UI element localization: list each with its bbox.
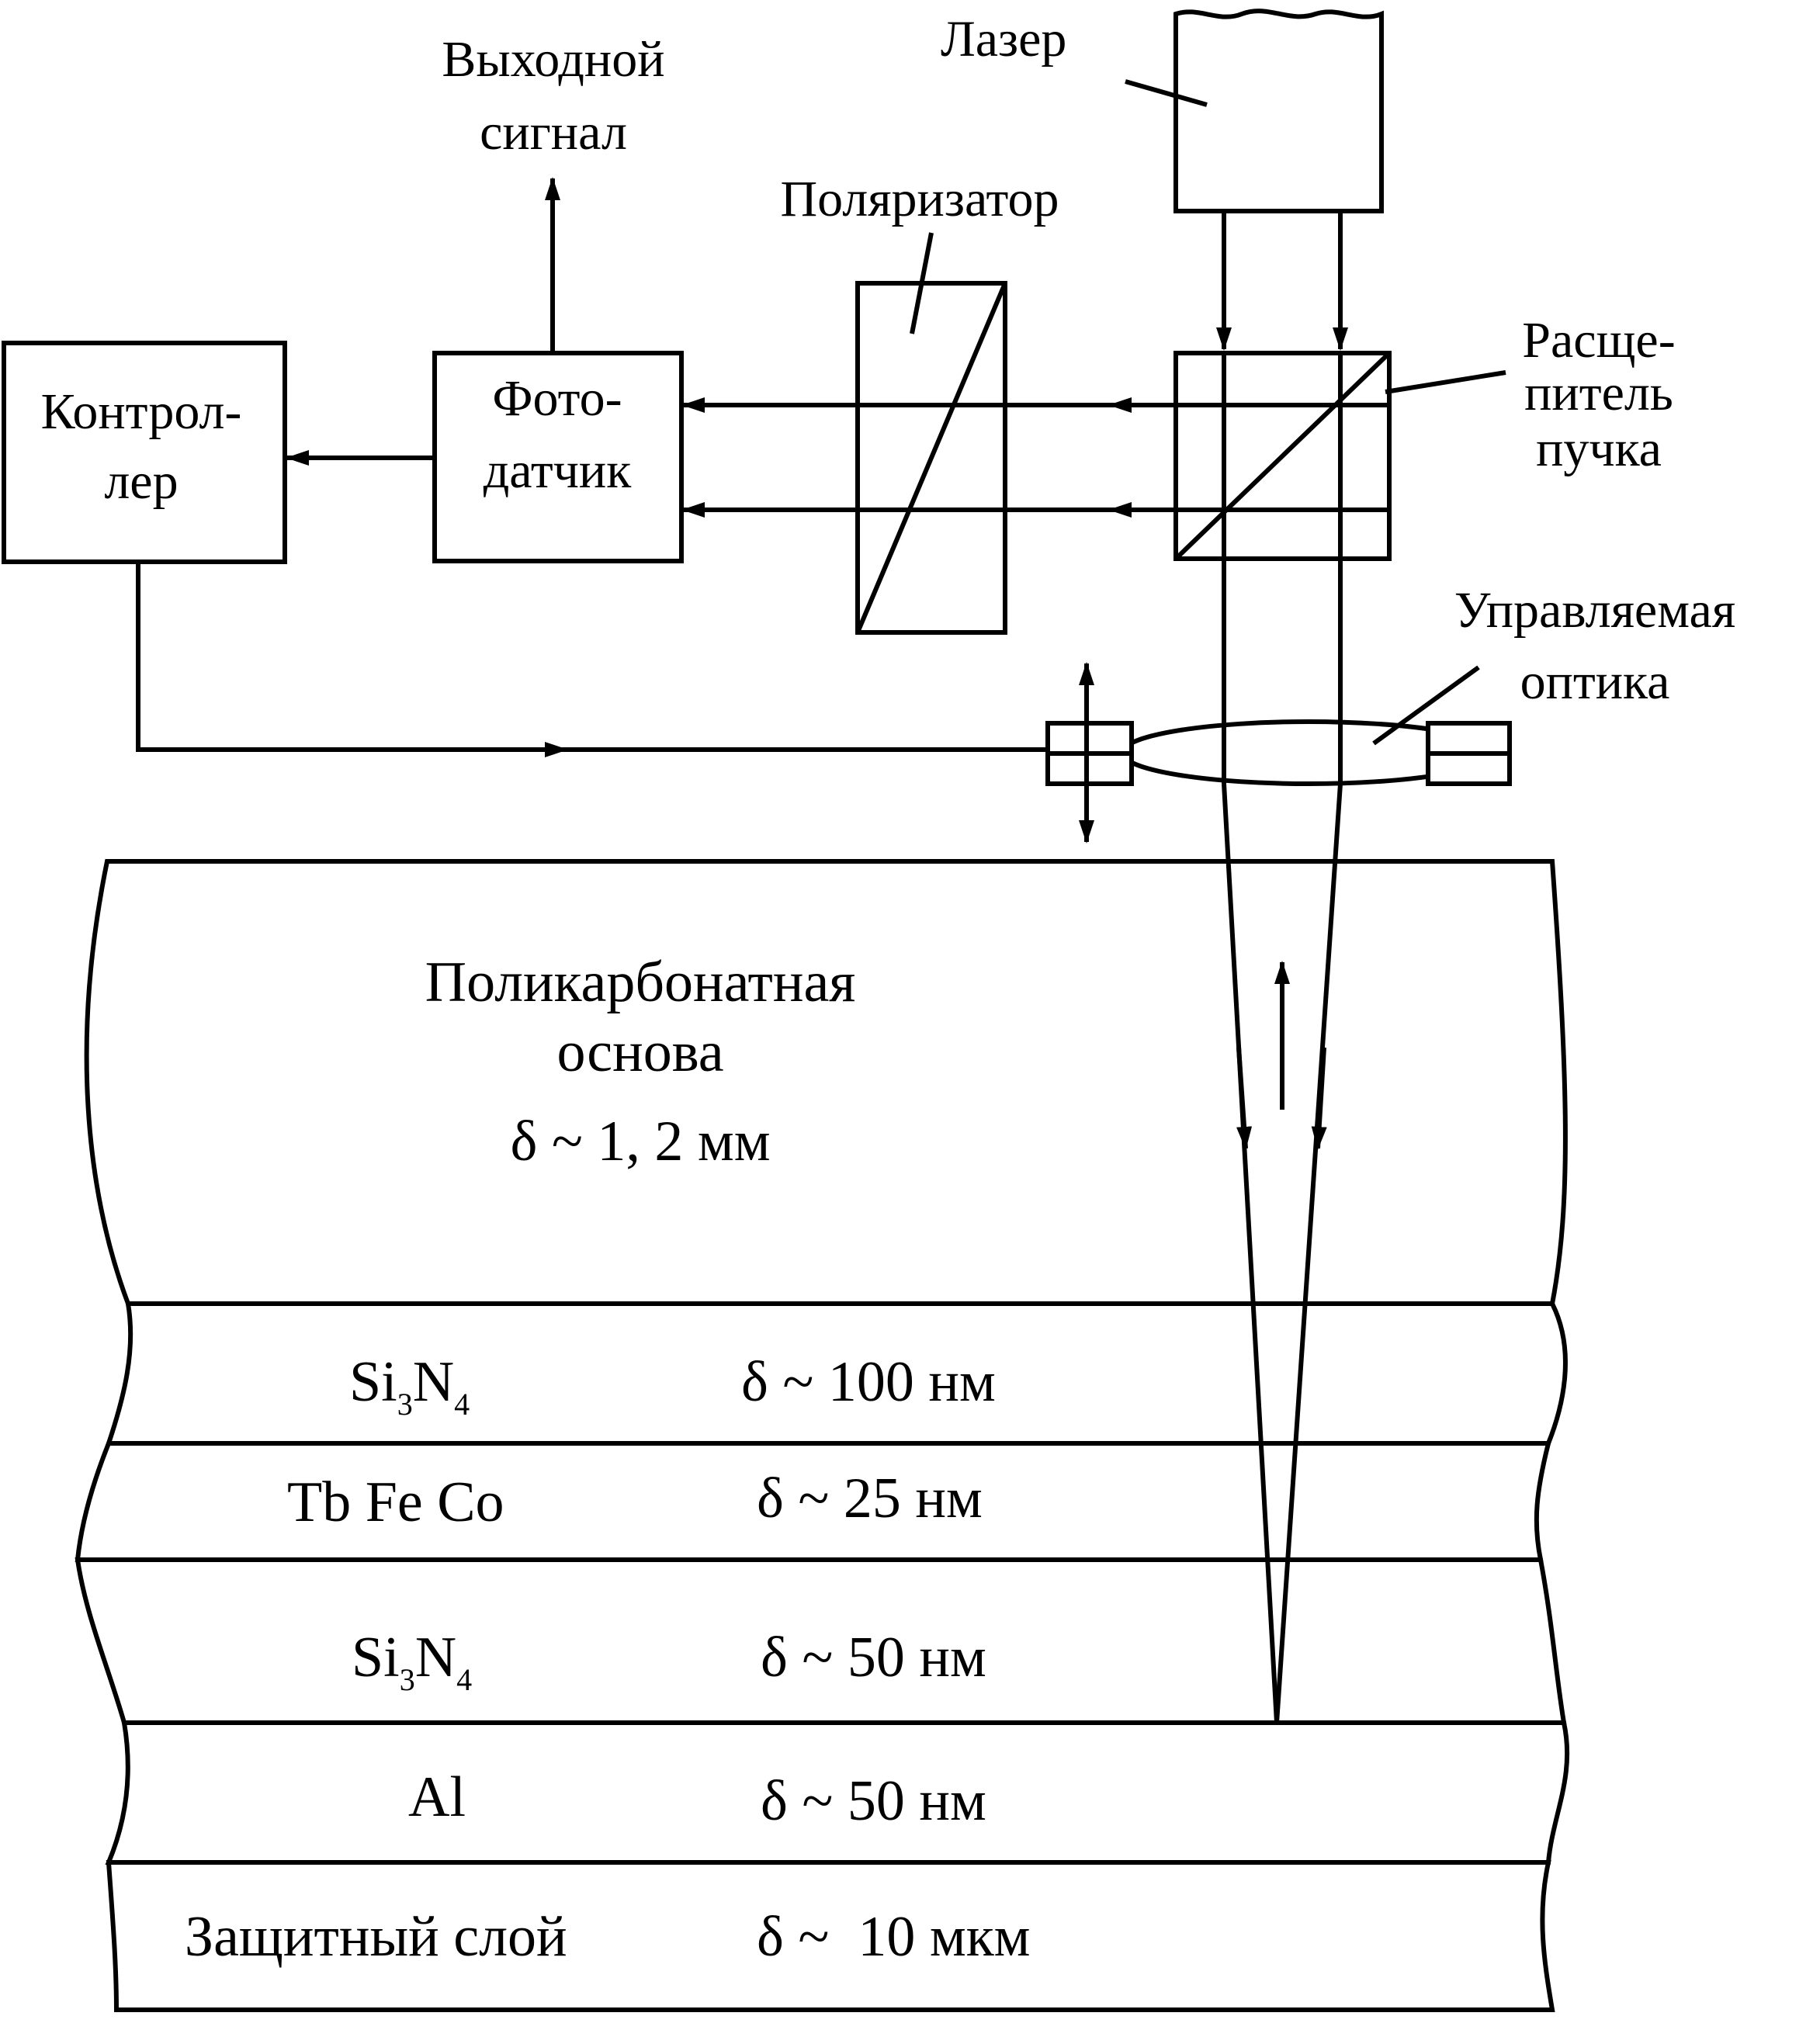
al-material: Al: [408, 1765, 466, 1829]
protective-material: Защитный слой: [185, 1905, 567, 1969]
optics-label-2: оптика: [1520, 653, 1670, 710]
beam-left-arrowmark: [1236, 1047, 1253, 1150]
protective-thickness: δ ~ 10 мкм: [757, 1905, 1031, 1969]
controller-feedback-line: [136, 562, 1048, 752]
si3n4-top-thickness: δ ~ 100 нм: [741, 1350, 996, 1414]
disk-layers: [75, 859, 1570, 2012]
splitter-label-3: пучка: [1536, 421, 1662, 477]
optics-leader: [1372, 665, 1480, 746]
tbfeco-thickness: δ ~ 25 нм: [757, 1467, 983, 1530]
optics-label-1: Управляемая: [1454, 582, 1735, 639]
tbfeco-material: Tb Fe Co: [287, 1471, 504, 1534]
controller-label-1: Контрол-: [41, 383, 242, 440]
laser-leader: [1125, 79, 1208, 107]
si3n4-top-material: Si3N4: [349, 1350, 470, 1422]
laser-label: Лазер: [941, 11, 1066, 68]
controller-label-2: лер: [104, 453, 178, 510]
polarizer-diagonal: [855, 282, 1007, 634]
splitter-label-1: Расще-: [1522, 312, 1675, 369]
splitter-label-2: питель: [1524, 365, 1673, 421]
si3n4-bottom-material: Si3N4: [352, 1626, 472, 1697]
photodetector-label-1: Фото-: [492, 370, 622, 427]
protective-layer: [106, 1860, 1555, 2012]
polarizer-label: Поляризатор: [780, 171, 1059, 227]
substrate-label-2: основа: [556, 1020, 723, 1084]
polarizer-leader: [910, 232, 934, 334]
substrate-layer: [84, 859, 1568, 1306]
output-signal-label-2: сигнал: [480, 104, 627, 161]
output-signal-label-1: Выходной: [442, 31, 664, 88]
beam-right-arrowmark: [1311, 1047, 1327, 1150]
substrate-label-1: Поликарбонатная: [425, 951, 856, 1014]
laser-box: [1173, 9, 1384, 213]
beam-left-converge: [1222, 783, 1279, 1723]
photodetector-label-2: датчик: [484, 442, 633, 499]
controller-box: [2, 341, 287, 564]
splitter-leader: [1385, 370, 1506, 394]
al-thickness: δ ~ 50 нм: [761, 1769, 986, 1833]
si3n4-bottom-thickness: δ ~ 50 нм: [761, 1626, 986, 1689]
substrate-thickness: δ ~ 1, 2 мм: [510, 1110, 770, 1173]
splitter-diagonal: [1173, 351, 1392, 561]
beam-right-converge: [1274, 783, 1343, 1723]
